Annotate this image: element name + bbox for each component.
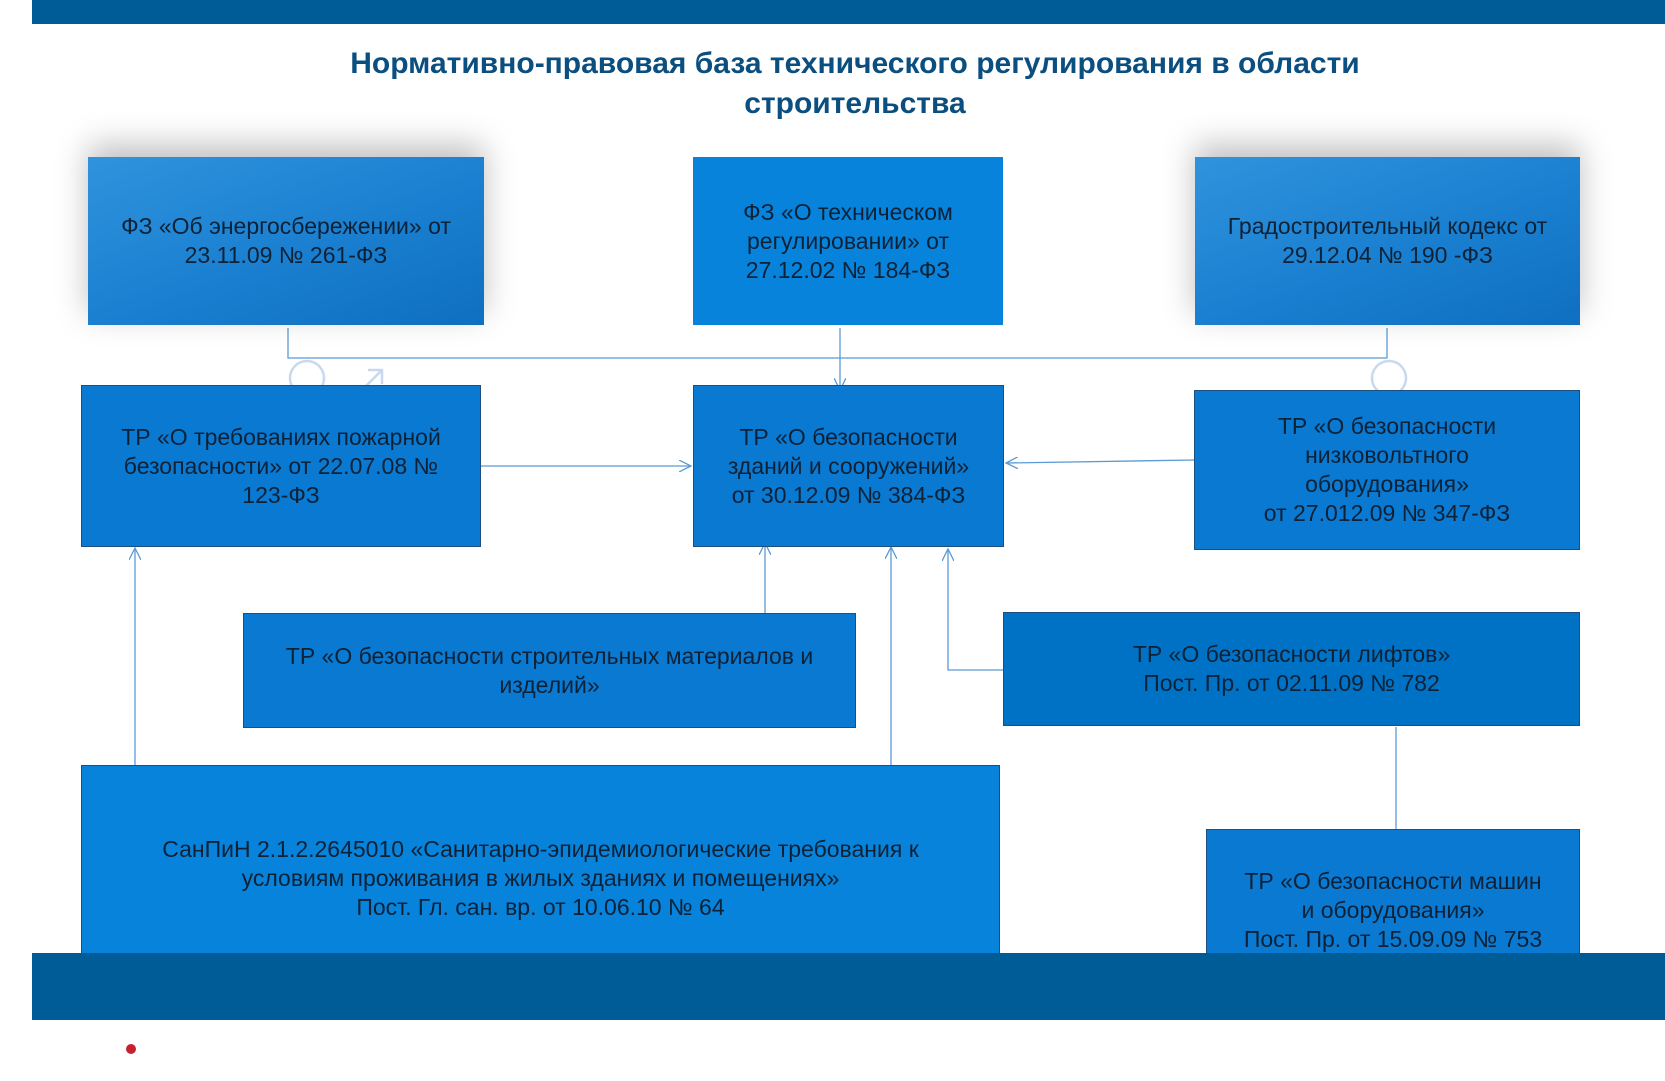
tr-buildings-safety-box: ТР «О безопасности зданий и сооружений» … (693, 385, 1004, 547)
monitoring-house-icon (508, 1031, 570, 1069)
fz-tech-regulation-box: ФЗ «О техническом регулировании» от 27.1… (693, 157, 1003, 325)
academy-building-icon (317, 1032, 349, 1067)
fz-energy-saving-box: ФЗ «Об энергосбережении» от 23.11.09 № 2… (88, 157, 484, 325)
connector-energy (287, 328, 1388, 359)
connector-lowvolt (1006, 460, 1196, 463)
tr-lifts-box: ТР «О безопасности лифтов» Пост. Пр. от … (1003, 612, 1580, 726)
tr-lowvolt-box: ТР «О безопасности низковольтного оборуд… (1194, 390, 1580, 550)
emblem-icon (114, 1031, 148, 1069)
tr-materials-box: ТР «О безопасности строительных материал… (243, 613, 856, 728)
tr-fire-safety-box: ТР «О требованиях пожарной безопасности»… (81, 385, 481, 547)
grad-code-box: Градостроительный кодекс от 29.12.04 № 1… (1195, 157, 1580, 325)
logo-monitoring-subtitle: информационно-аналитическая система (578, 1052, 698, 1060)
page-title: Нормативно-правовая база технического ре… (350, 47, 1360, 120)
logo-roskapstroy-text: ФАУ «РОСКАПСТРОЙ» МИНСТРОЙ РОССИИ (155, 1039, 267, 1061)
footer-bar (32, 953, 1665, 1020)
connector-lifts (948, 549, 1004, 671)
logo-roskapstroy: ФАУ «РОСКАПСТРОЙ» МИНСТРОЙ РОССИИ (113, 1030, 267, 1070)
logo-monitoring-title: МОНИТОРИНГ (578, 1038, 694, 1053)
top-bar (32, 0, 1665, 24)
logo-monitoring: МОНИТОРИНГ информационно-аналитическая с… (504, 1029, 698, 1073)
logo-academy: ГОСУДАРСТВЕННАЯ АКАДЕМИЯ СТРОИТЕЛЬСТВА И… (316, 1032, 486, 1068)
logo-academy-text: ГОСУДАРСТВЕННАЯ АКАДЕМИЯ СТРОИТЕЛЬСТВА И… (356, 1035, 487, 1064)
logo-monitoring-text: МОНИТОРИНГ информационно-аналитическая с… (578, 1029, 698, 1073)
